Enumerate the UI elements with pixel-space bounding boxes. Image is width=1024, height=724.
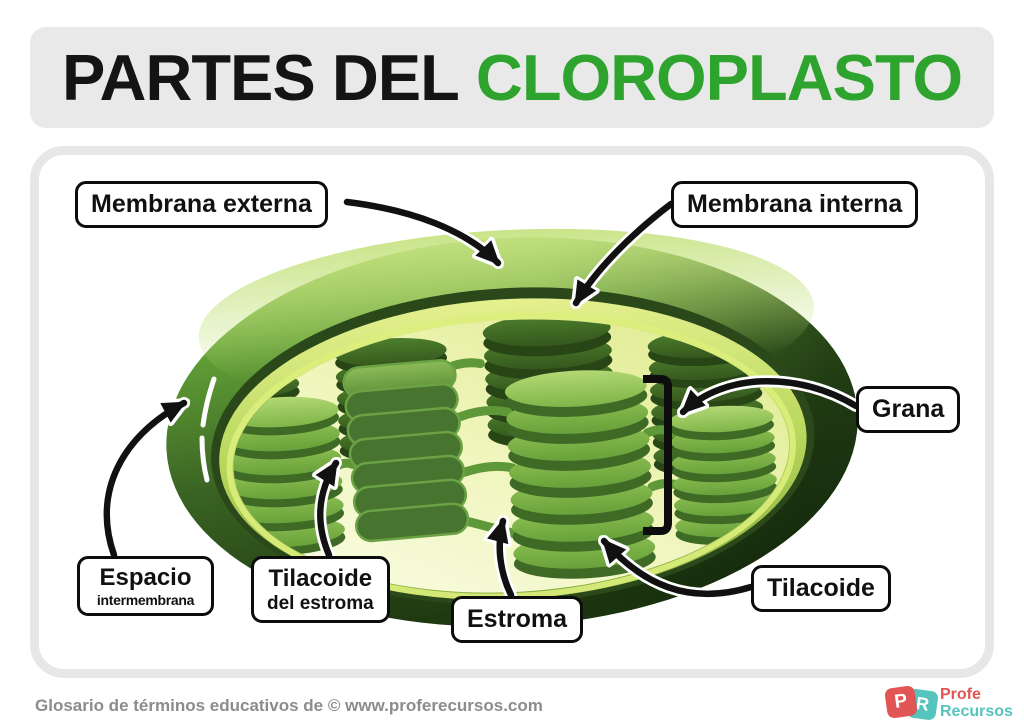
logo-word-profe: Profe bbox=[940, 686, 981, 703]
label-estroma-text: Estroma bbox=[467, 605, 568, 633]
label-estroma: Estroma bbox=[451, 596, 584, 643]
label-tilacoide: Tilacoide bbox=[751, 565, 891, 612]
label-membrana-interna: Membrana interna bbox=[671, 181, 919, 228]
page-title: PARTES DEL CLOROPLASTO bbox=[61, 40, 963, 115]
title-green-part: CLOROPLASTO bbox=[475, 41, 963, 114]
label-membrana-interna-text: Membrana interna bbox=[687, 190, 903, 218]
label-espacio-line1: Espacio bbox=[99, 564, 192, 591]
logo-word-recursos: Recursos bbox=[940, 703, 1013, 720]
logo-letter-r: R bbox=[914, 693, 931, 715]
footer-credit: Glosario de términos educativos de © www… bbox=[35, 696, 543, 715]
logo-wordmark: Profe Recursos bbox=[940, 686, 1013, 720]
label-grana: Grana bbox=[856, 386, 961, 433]
label-membrana-externa: Membrana externa bbox=[75, 181, 328, 228]
label-membrana-externa-text: Membrana externa bbox=[91, 190, 312, 218]
label-tilacoide-text: Tilacoide bbox=[767, 574, 875, 602]
title-bar: PARTES DEL CLOROPLASTO bbox=[30, 27, 994, 128]
title-black-part: PARTES DEL bbox=[61, 41, 460, 114]
logo-letter-p: P bbox=[893, 690, 909, 713]
label-tilacoide-estroma-line1: Tilacoide bbox=[268, 565, 373, 592]
label-espacio-intermembrana: Espacio intermembrana bbox=[77, 556, 214, 616]
label-grana-text: Grana bbox=[872, 395, 945, 423]
label-tilacoide-del-estroma: Tilacoide del estroma bbox=[251, 556, 390, 624]
label-tilacoide-estroma-line2: del estroma bbox=[267, 592, 374, 614]
logo-p-tile-icon: P bbox=[884, 685, 918, 719]
label-espacio-line2: intermembrana bbox=[96, 591, 195, 608]
proferecursos-logo: P R Profe Recursos bbox=[884, 684, 1024, 722]
